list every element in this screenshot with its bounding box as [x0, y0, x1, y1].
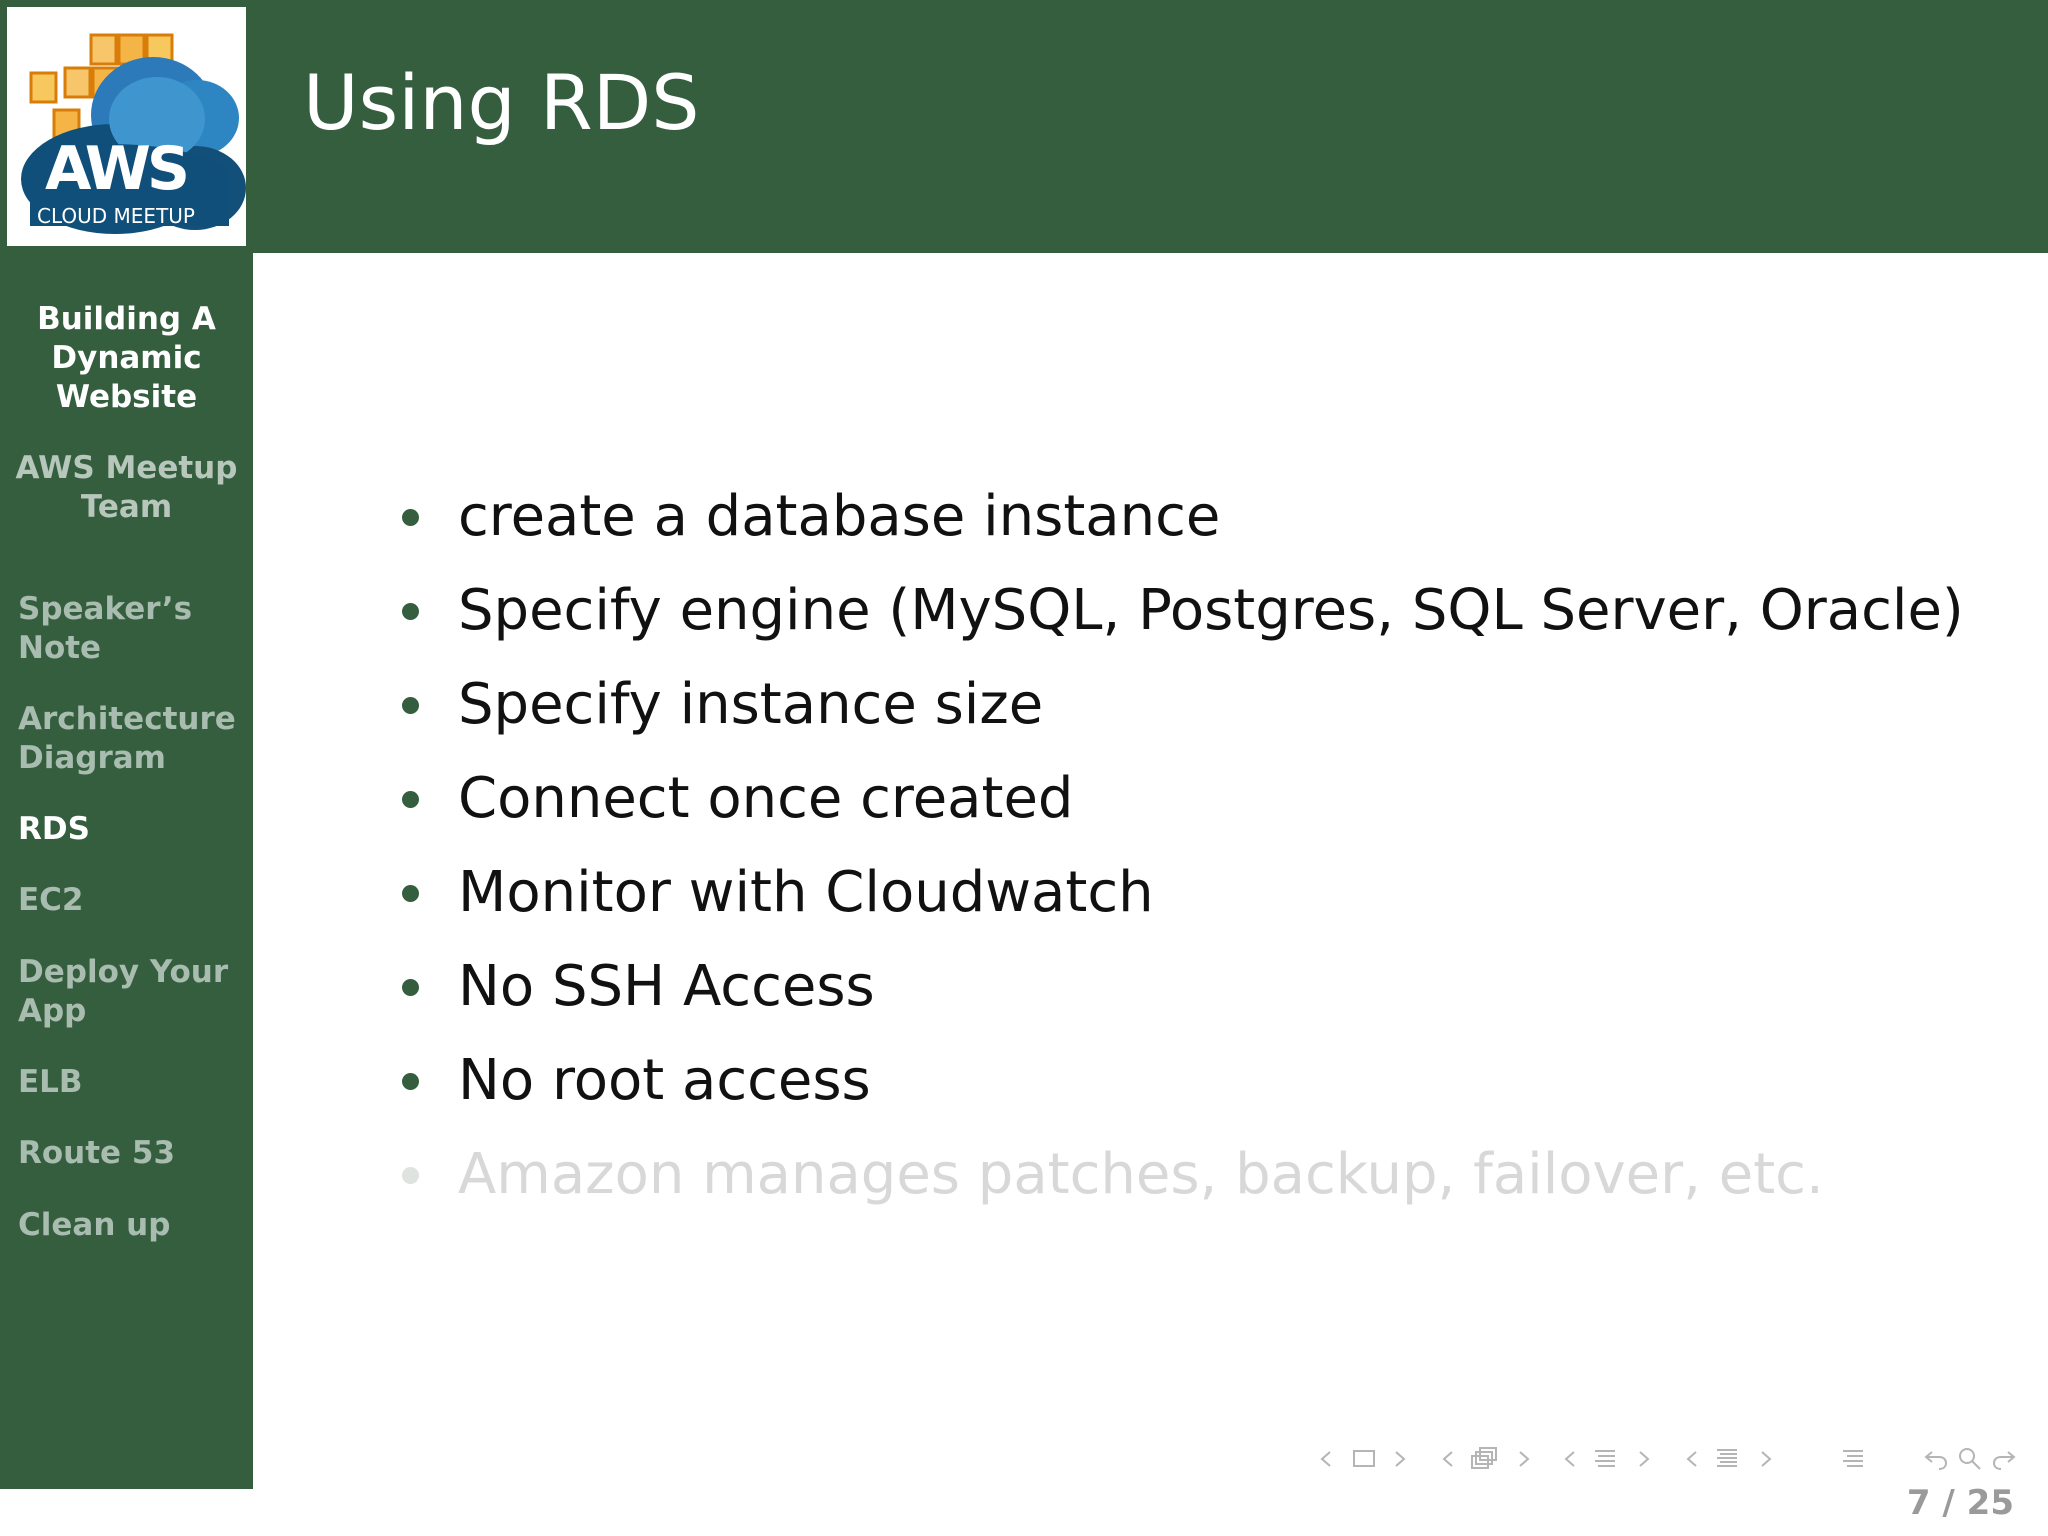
back-icon[interactable] — [1921, 1444, 1951, 1474]
presentation-title: Building A Dynamic Website — [37, 301, 216, 415]
bullet-monitor-with-cloudwatch: Monitor with Cloudwatch — [390, 846, 1950, 940]
sidebar-item-clean-up[interactable]: Clean up — [18, 1207, 171, 1243]
subsection-icon[interactable] — [1468, 1444, 1502, 1474]
logo-sub-text: CLOUD MEETUP — [37, 204, 195, 228]
document-icon[interactable] — [1712, 1444, 1742, 1474]
presentation-author: AWS Meetup Team — [15, 450, 238, 525]
slide-header: Using RDS — [253, 0, 2048, 253]
slide-navigation-controls — [1318, 1444, 2033, 1474]
bullet-no-root-access: No root access — [390, 1034, 1950, 1128]
previous-document-icon[interactable] — [1684, 1444, 1702, 1474]
section-icon[interactable] — [1590, 1444, 1620, 1474]
slide-sidebar: AWS CLOUD MEETUP Building A Dynamic Webs… — [0, 0, 253, 1489]
sidebar-item-architecture-diagram[interactable]: Architecture Diagram — [18, 701, 236, 776]
forward-icon[interactable] — [1989, 1444, 2019, 1474]
next-slide-icon[interactable] — [1390, 1444, 1408, 1474]
slide-frame-icon[interactable] — [1350, 1444, 1378, 1474]
previous-slide-icon[interactable] — [1318, 1444, 1336, 1474]
sidebar-item-rds[interactable]: RDS — [18, 811, 90, 847]
search-icon[interactable] — [1955, 1444, 1985, 1474]
sidebar-item-elb[interactable]: ELB — [18, 1064, 83, 1100]
bullet-specify-engine: Specify engine (MySQL, Postgres, SQL Ser… — [390, 564, 1964, 658]
previous-subsection-icon[interactable] — [1440, 1444, 1458, 1474]
next-subsection-icon[interactable] — [1514, 1444, 1532, 1474]
slide-title: Using RDS — [303, 58, 700, 147]
sidebar-item-ec2[interactable]: EC2 — [18, 882, 84, 918]
next-section-icon[interactable] — [1634, 1444, 1652, 1474]
bullet-no-ssh-access: No SSH Access — [390, 940, 1950, 1034]
sidebar-item-speakers-note[interactable]: Speaker’s Note — [18, 591, 193, 666]
bullet-specify-instance-size: Specify instance size — [390, 658, 1950, 752]
aws-cloud-meetup-logo: AWS CLOUD MEETUP — [7, 7, 246, 246]
bullet-create-database-instance: create a database instance — [390, 470, 1950, 564]
bullet-list: create a database instance Specify engin… — [390, 470, 1964, 1222]
logo-main-text: AWS — [45, 134, 186, 204]
next-document-icon[interactable] — [1756, 1444, 1774, 1474]
page-number: 7 / 25 — [1906, 1483, 2014, 1523]
previous-section-icon[interactable] — [1562, 1444, 1580, 1474]
sidebar-item-deploy-your-app[interactable]: Deploy Your App — [18, 954, 229, 1029]
sidebar-item-route-53[interactable]: Route 53 — [18, 1135, 176, 1171]
outline-icon[interactable] — [1838, 1444, 1868, 1474]
bullet-connect-once-created: Connect once created — [390, 752, 1950, 846]
bullet-amazon-manages-patches: Amazon manages patches, backup, failover… — [390, 1128, 1950, 1222]
